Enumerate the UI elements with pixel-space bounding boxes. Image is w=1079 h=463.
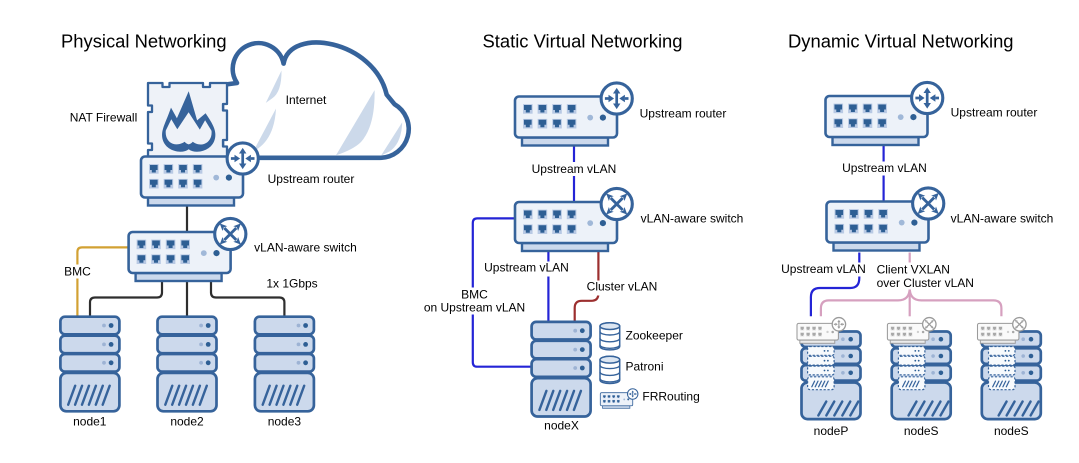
svg-text:Patroni: Patroni xyxy=(626,360,664,374)
svg-text:nodeP: nodeP xyxy=(814,424,849,438)
svg-text:Upstream vLAN: Upstream vLAN xyxy=(484,261,569,275)
svg-text:Zookeeper: Zookeeper xyxy=(626,328,683,342)
svg-text:over Cluster vLAN: over Cluster vLAN xyxy=(877,276,974,290)
svg-text:nodeS: nodeS xyxy=(904,424,939,438)
svg-text:vLAN-aware switch: vLAN-aware switch xyxy=(254,241,357,255)
svg-text:NAT Firewall: NAT Firewall xyxy=(70,111,138,125)
svg-text:BMC: BMC xyxy=(461,288,488,302)
svg-text:Upstream router: Upstream router xyxy=(640,106,727,120)
svg-text:Internet: Internet xyxy=(286,93,327,107)
svg-text:Static Virtual Networking: Static Virtual Networking xyxy=(483,31,683,52)
svg-text:node2: node2 xyxy=(170,415,204,429)
svg-text:Upstream router: Upstream router xyxy=(951,106,1038,120)
svg-text:Upstream router: Upstream router xyxy=(268,172,355,186)
svg-text:vLAN-aware switch: vLAN-aware switch xyxy=(641,211,744,225)
svg-text:Upstream vLAN: Upstream vLAN xyxy=(781,262,866,276)
svg-text:vLAN-aware switch: vLAN-aware switch xyxy=(951,212,1054,226)
svg-text:Physical Networking: Physical Networking xyxy=(61,31,227,52)
svg-text:nodeS: nodeS xyxy=(994,424,1029,438)
svg-text:node1: node1 xyxy=(73,415,107,429)
svg-text:nodeX: nodeX xyxy=(544,419,579,433)
svg-text:Upstream vLAN: Upstream vLAN xyxy=(532,162,617,176)
svg-text:Dynamic Virtual Networking: Dynamic Virtual Networking xyxy=(788,31,1014,52)
svg-text:FRRouting: FRRouting xyxy=(642,390,699,404)
svg-text:node3: node3 xyxy=(268,415,302,429)
svg-text:Client VXLAN: Client VXLAN xyxy=(877,263,950,277)
svg-text:on Upstream vLAN: on Upstream vLAN xyxy=(424,300,525,314)
svg-text:1x 1Gbps: 1x 1Gbps xyxy=(266,277,317,291)
svg-text:Cluster vLAN: Cluster vLAN xyxy=(587,280,658,294)
svg-text:Upstream vLAN: Upstream vLAN xyxy=(842,161,927,175)
svg-text:BMC: BMC xyxy=(64,265,91,279)
